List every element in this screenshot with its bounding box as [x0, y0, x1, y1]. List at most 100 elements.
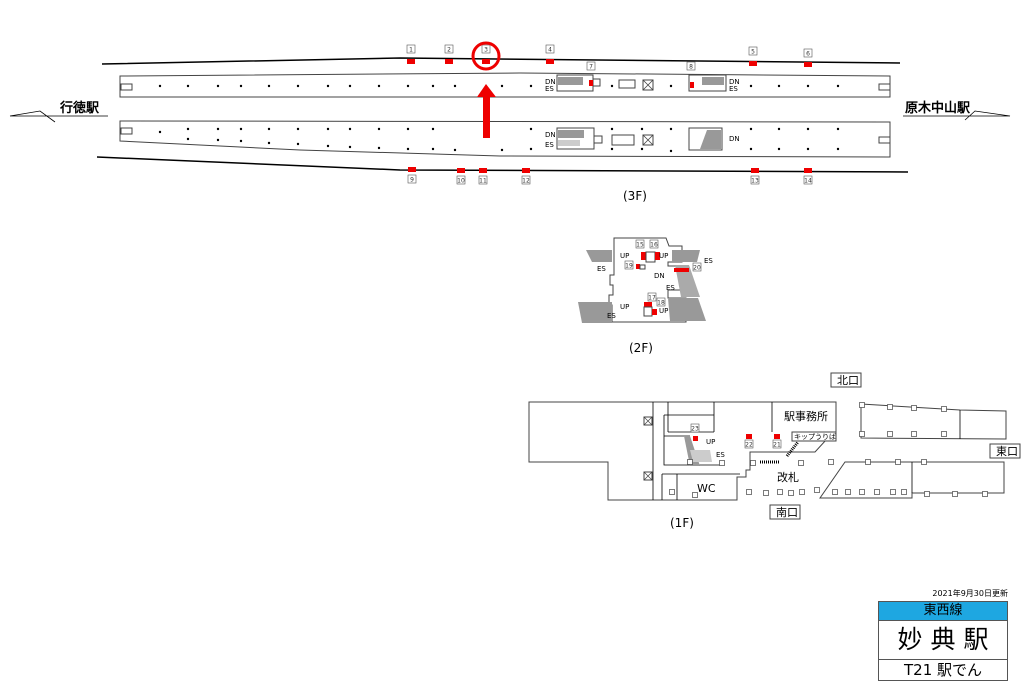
- pillar: [952, 491, 958, 497]
- pillar: [911, 405, 917, 411]
- es-label: ES: [545, 141, 554, 149]
- es-label: ES: [607, 312, 616, 320]
- es-label: ES: [716, 451, 725, 459]
- pillar: [788, 490, 794, 496]
- north-exit-label: 北口: [837, 374, 859, 387]
- pillar: [845, 489, 851, 495]
- pillar: [895, 459, 901, 465]
- escalator-lower-left: DN ES: [545, 127, 603, 150]
- escalator-upper-right: DN ES: [688, 74, 740, 93]
- next-station-label: 原木中山駅: [905, 100, 971, 116]
- dn-label: DN: [729, 135, 740, 143]
- pillar: [746, 489, 752, 495]
- car-stop-marker: [522, 168, 530, 173]
- pillar: [719, 460, 725, 466]
- updated-date: 2021年9月30日更新: [932, 589, 1008, 598]
- car-number-marker: 18: [656, 297, 666, 307]
- floor-label-2f: (2F): [629, 341, 653, 355]
- car-number: 18: [657, 300, 665, 307]
- pillar: [941, 431, 947, 437]
- car-number: 7: [589, 64, 593, 71]
- south-exit-label: 南口: [776, 506, 798, 519]
- pillar: [887, 404, 893, 410]
- line-name: 東西線: [879, 602, 1007, 621]
- escalator-upper-left: DN ES: [545, 74, 601, 93]
- car-stop-marker: [479, 168, 487, 173]
- car-number-marker: 19: [624, 260, 634, 270]
- pillar: [750, 460, 756, 466]
- structure: [618, 79, 636, 89]
- structure: [611, 134, 635, 146]
- elevator-icon: [643, 471, 653, 481]
- pillar: [832, 489, 838, 495]
- car-number-marker: 6: [803, 48, 813, 67]
- direction-arrow-right: [903, 110, 1011, 121]
- car-number: 19: [625, 263, 633, 270]
- up-label: UP: [659, 307, 668, 315]
- pillar: [859, 489, 865, 495]
- pillar: [687, 459, 693, 465]
- platform-end: [120, 127, 133, 135]
- es-label: ES: [666, 284, 675, 292]
- elevator-icon: [643, 416, 653, 426]
- pillars: [158, 84, 840, 153]
- car-number: 22: [745, 442, 753, 449]
- car-number-marker: 17: [647, 292, 657, 302]
- platform-end: [120, 83, 133, 91]
- car-number-marker: 9: [407, 167, 417, 184]
- info-panel: 2021年9月30日更新 東西線 妙 典 駅 T21 駅でん: [878, 588, 1008, 681]
- car-number: 2: [447, 47, 451, 54]
- pillar: [799, 489, 805, 495]
- up-label: UP: [620, 303, 629, 311]
- up-label: UP: [659, 252, 668, 260]
- dn-label: DN: [545, 78, 556, 86]
- car-number: 1: [409, 47, 413, 54]
- car-stop-marker: [457, 168, 465, 173]
- car-number: 5: [751, 49, 755, 56]
- floor-label-3f: (3F): [623, 189, 647, 203]
- pillar: [865, 459, 871, 465]
- car-number: 20: [693, 265, 701, 272]
- pillar: [941, 406, 947, 412]
- car-stop-marker: [751, 168, 759, 173]
- stairs-lower-right: DN: [688, 127, 740, 151]
- arrow-up-icon: [477, 84, 496, 138]
- car-number: 23: [691, 426, 699, 433]
- car-number-marker: 14: [803, 168, 813, 185]
- car-number-marker: 7: [586, 61, 596, 71]
- car-number-marker: 4: [545, 44, 555, 64]
- car-stop-marker: [749, 61, 757, 66]
- es-label: ES: [545, 85, 554, 93]
- pillar: [692, 492, 698, 498]
- car-number: 15: [636, 242, 644, 249]
- car-number: 11: [479, 178, 487, 185]
- car-number-marker: 21: [772, 439, 782, 449]
- track-line-bottom: [96, 156, 909, 173]
- car-stop-marker: [408, 167, 416, 172]
- dn-label: DN: [729, 78, 740, 86]
- platform-end: [878, 136, 891, 144]
- up-label: UP: [620, 252, 629, 260]
- elevator-icon: [642, 134, 654, 146]
- car-number-marker: 13: [750, 168, 760, 185]
- car-number: 12: [522, 178, 530, 185]
- car-number-marker: 16: [649, 239, 659, 249]
- car-number-marker: 2: [444, 44, 454, 64]
- car-number: 8: [689, 64, 693, 71]
- ticket-machine-label: キップうりば: [794, 432, 836, 441]
- pillar: [859, 431, 865, 437]
- car-stop-marker: [804, 62, 812, 67]
- es-label: ES: [729, 85, 738, 93]
- car-number-marker: 23: [690, 423, 700, 433]
- car-stop-marker: [804, 168, 812, 173]
- platform-lower: [119, 120, 891, 158]
- car-stop-marker: [445, 59, 453, 64]
- elevator-icon: [642, 79, 654, 91]
- es-label: ES: [704, 257, 713, 265]
- car-number-marker: 22: [744, 439, 754, 449]
- pillar: [763, 490, 769, 496]
- es-label: ES: [597, 265, 606, 273]
- car-number-marker: 3: [481, 44, 491, 64]
